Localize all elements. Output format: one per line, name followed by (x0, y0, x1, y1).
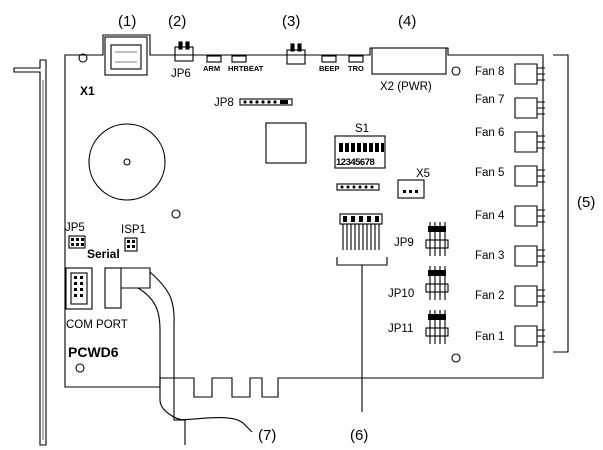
label-jp10: JP10 (388, 288, 414, 300)
fan-connectors (514, 63, 545, 347)
label-pcwd6: PCWD6 (68, 344, 119, 360)
label-arm: ARM (203, 64, 220, 73)
label-x2: X2 (PWR) (380, 81, 432, 93)
small-header (336, 183, 380, 191)
main-chip (265, 122, 307, 164)
mounting-bracket (13, 59, 47, 446)
label-hrtbeat: HRTBEAT (228, 64, 264, 73)
callout-7: (7) (258, 427, 276, 444)
label-x1: X1 (80, 84, 95, 98)
label-s1: S1 (355, 123, 369, 135)
isp1-header (124, 237, 138, 252)
label-jp9: JP9 (394, 237, 414, 249)
hrtbeat-led (231, 55, 247, 63)
label-isp1: ISP1 (121, 224, 146, 236)
label-jp6: JP6 (171, 68, 191, 80)
jumper-3 (286, 43, 306, 65)
fan-group-bracket (553, 54, 569, 353)
label-fan-6: Fan 6 (475, 127, 504, 139)
label-fan-1: Fan 1 (475, 331, 504, 343)
callout-4: (4) (398, 13, 416, 30)
label-serial: Serial (87, 247, 120, 261)
label-fan-4: Fan 4 (475, 210, 505, 222)
s1-dip-switch (334, 135, 386, 169)
callout-1: (1) (118, 13, 136, 30)
label-x5: X5 (416, 168, 430, 180)
label-dip-numbers: 12345678 (336, 157, 374, 168)
label-jp8: JP8 (214, 97, 234, 109)
callout-2: (2) (168, 13, 186, 30)
arm-led (206, 55, 222, 63)
label-jp5: JP5 (65, 222, 85, 234)
label-com-port: COM PORT (66, 319, 128, 331)
jp6-jumper (174, 41, 194, 62)
jp10-jumper (425, 266, 449, 300)
label-fan-2: Fan 2 (475, 290, 504, 302)
x5-connector (397, 179, 425, 199)
label-beep: BEEP (319, 64, 339, 73)
com-port-connector (65, 267, 93, 310)
ribbon-cable (104, 267, 253, 445)
label-fan-7: Fan 7 (475, 94, 504, 106)
callout-6: (6) (350, 427, 368, 444)
callout-5: (5) (577, 194, 595, 211)
pcb-outline (64, 34, 544, 398)
jp5-header (68, 235, 86, 249)
buzzer (88, 123, 166, 201)
jp8-header (239, 98, 293, 106)
x1-connector (104, 36, 148, 76)
label-fan-8: Fan 8 (475, 66, 504, 78)
label-tro: TRO (348, 64, 364, 73)
label-fan-5: Fan 5 (475, 167, 504, 179)
beep-led (321, 55, 337, 63)
pin-header-6 (336, 213, 388, 412)
x2-power-connector (371, 47, 447, 75)
jp11-jumper (425, 310, 449, 344)
tro-led (348, 55, 364, 63)
callout-3: (3) (282, 13, 300, 30)
jp9-jumper (425, 222, 449, 256)
label-jp11: JP11 (388, 323, 413, 335)
label-fan-3: Fan 3 (475, 250, 504, 262)
